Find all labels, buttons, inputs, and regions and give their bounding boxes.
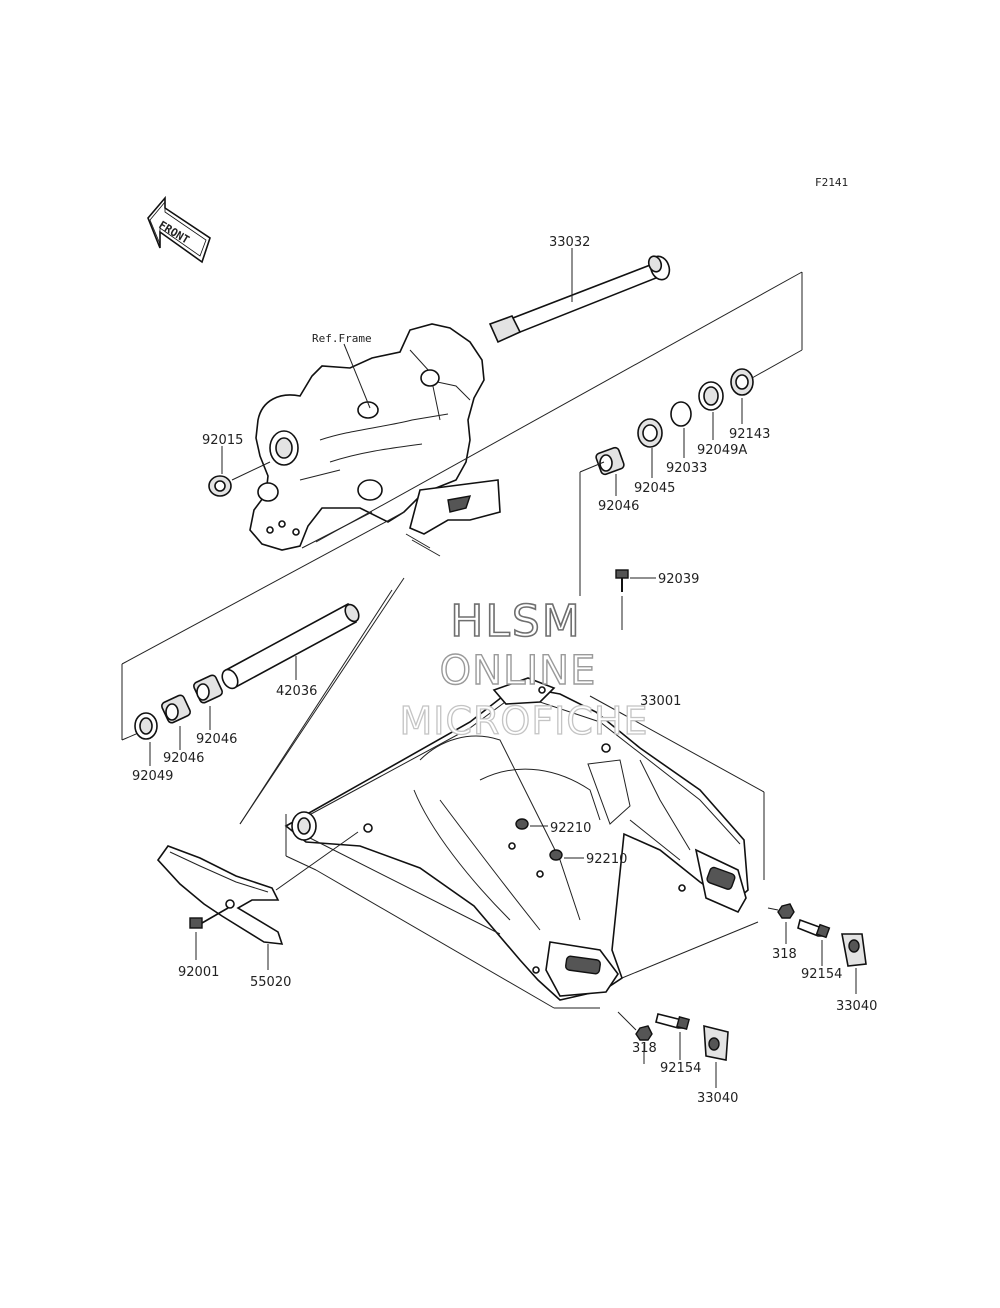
label-92046-top: 92046 xyxy=(598,499,639,514)
watermark-line1: HLSM xyxy=(450,596,582,647)
label-92046-left-a: 92046 xyxy=(196,732,237,747)
label-55020: 55020 xyxy=(250,975,291,990)
seal-92049-part xyxy=(134,712,158,740)
figure-code: F2141 xyxy=(815,176,848,189)
pivot-shaft-part xyxy=(488,255,671,344)
label-92033: 92033 xyxy=(666,461,707,476)
label-92049A: 92049A xyxy=(697,443,747,458)
label-92154-a: 92154 xyxy=(801,967,842,982)
bolt-92154-b-part xyxy=(655,1013,690,1030)
swing-arm-33001-part xyxy=(284,677,749,1001)
label-33040-a: 33040 xyxy=(836,999,877,1014)
bushing-92015-part xyxy=(208,475,232,497)
label-92045: 92045 xyxy=(634,481,675,496)
label-318-b: 318 xyxy=(632,1041,657,1056)
nut-318-a-part xyxy=(777,903,795,919)
label-33040-b: 33040 xyxy=(697,1091,738,1106)
needle-bearing-92046-b-part xyxy=(160,694,192,724)
label-42036: 42036 xyxy=(276,684,317,699)
label-92210-b: 92210 xyxy=(586,852,627,867)
plug-92210-b-part xyxy=(549,849,563,861)
label-33001: 33001 xyxy=(640,694,681,709)
nut-318-b-part xyxy=(635,1025,653,1041)
label-92210-a: 92210 xyxy=(550,821,591,836)
label-92049: 92049 xyxy=(132,769,173,784)
front-arrow-icon: FRONT xyxy=(147,195,211,264)
label-92143: 92143 xyxy=(729,427,770,442)
label-318-a: 318 xyxy=(772,947,797,962)
block-33040-b-part xyxy=(703,1024,729,1061)
collar-92143-part xyxy=(730,368,754,396)
ref-frame-label: Ref.Frame xyxy=(312,332,372,345)
label-92154-b: 92154 xyxy=(660,1061,701,1076)
label-92046-left-b: 92046 xyxy=(163,751,204,766)
watermark-line2: ONLINE xyxy=(440,648,597,694)
frame-reference-drawing xyxy=(249,323,501,557)
bolt-92039-part xyxy=(615,569,629,592)
bolt-92001-part xyxy=(189,907,229,929)
label-92001: 92001 xyxy=(178,965,219,980)
chain-guard-55020-part xyxy=(156,845,284,945)
label-33032: 33032 xyxy=(549,235,590,250)
needle-bearing-92046-a-part xyxy=(192,674,224,704)
watermark-line3: MICROFICHE xyxy=(399,699,648,743)
ball-bearing-92045-part xyxy=(637,418,663,448)
bolt-92154-a-part xyxy=(797,918,831,939)
circlip-92033-part xyxy=(670,401,692,427)
label-92039: 92039 xyxy=(658,572,699,587)
needle-bearing-92046-top-part xyxy=(595,446,625,476)
plug-92210-a-part xyxy=(515,818,529,830)
label-92015: 92015 xyxy=(202,433,243,448)
sleeve-42036-part xyxy=(221,602,360,690)
block-33040-a-part xyxy=(841,933,867,967)
seal-92049A-part xyxy=(698,381,724,411)
